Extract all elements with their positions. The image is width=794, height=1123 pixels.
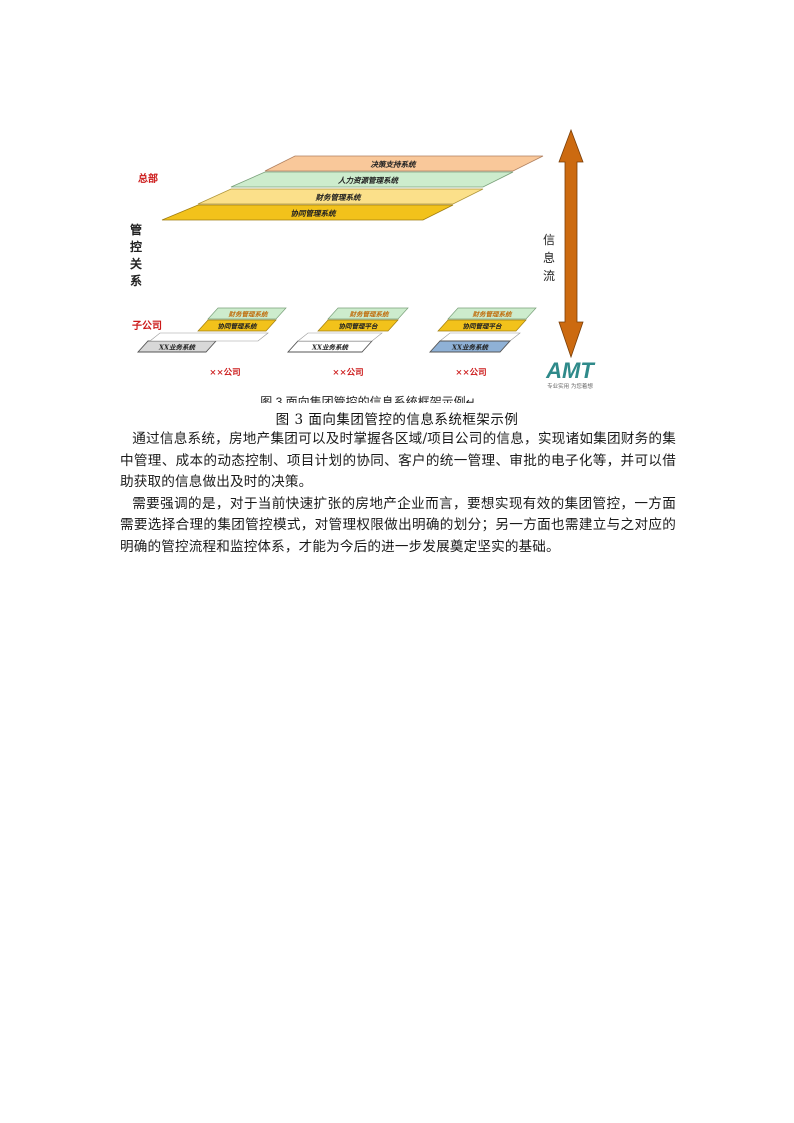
control-label-3: 关 (130, 256, 142, 271)
inner-caption: 图 3 面向集团管控的信息系统框架示例↵ (260, 394, 475, 407)
hq-label: 总部 (138, 172, 158, 185)
sub-company-1: 财务管理系统 协同管理系统 XX业务系统 ××公司 (136, 307, 287, 378)
svg-text:XX业务系统: XX业务系统 (451, 344, 490, 352)
svg-text:AMT: AMT (545, 358, 595, 383)
svg-text:财务管理系统: 财务管理系统 (228, 311, 270, 319)
body-text: 通过信息系统，房地产集团可以及时掌握各区域/项目公司的信息，实现诸如集团财务的集… (120, 429, 676, 558)
svg-text:协同管理系统: 协同管理系统 (218, 323, 259, 331)
svg-text:财务管理系统: 财务管理系统 (472, 311, 514, 319)
svg-text:专业实用 为您着想: 专业实用 为您着想 (547, 382, 593, 390)
figure-caption: 图 3 面向集团管控的信息系统框架示例 (275, 412, 519, 428)
control-label-2: 控 (130, 239, 142, 254)
svg-text:协同管理系统: 协同管理系统 (291, 209, 337, 218)
svg-text:协同管理平台: 协同管理平台 (463, 323, 503, 331)
svg-text:××公司: ××公司 (209, 368, 240, 378)
svg-text:决策支持系统: 决策支持系统 (371, 160, 417, 169)
svg-text:财务管理系统: 财务管理系统 (315, 193, 362, 202)
paragraph-2: 需要强调的是，对于当前快速扩张的房地产企业而言，要想实现有效的集团管控，一方面需… (120, 495, 676, 555)
info-flow-label-1: 信 (543, 233, 555, 247)
svg-text:××公司: ××公司 (332, 368, 363, 378)
control-label-1: 管 (130, 222, 142, 237)
svg-text:协同管理平台: 协同管理平台 (339, 323, 379, 331)
hq-layer-decision: 决策支持系统 (264, 155, 544, 172)
info-flow-arrow (558, 128, 584, 359)
svg-text:XX业务系统: XX业务系统 (158, 344, 197, 352)
sub-company-3: 财务管理系统 协同管理平台 XX业务系统 ××公司 (428, 307, 537, 378)
paragraph-1: 通过信息系统，房地产集团可以及时掌握各区域/项目公司的信息，实现诸如集团财务的集… (120, 431, 676, 490)
info-flow-label-3: 流 (543, 269, 555, 283)
framework-figure: 总部 管 控 关 系 决策支持系统 人力资源管理系统 财务管理系统 协同管理系统… (118, 122, 618, 407)
framework-diagram: 总部 管 控 关 系 决策支持系统 人力资源管理系统 财务管理系统 协同管理系统… (130, 128, 595, 407)
svg-text:人力资源管理系统: 人力资源管理系统 (338, 176, 399, 185)
amt-logo: AMT 专业实用 为您着想 (545, 358, 595, 390)
hq-layer-hr: 人力资源管理系统 (230, 171, 514, 188)
info-flow-label-2: 息 (543, 250, 555, 265)
hq-layer-finance: 财务管理系统 (197, 188, 484, 205)
svg-text:财务管理系统: 财务管理系统 (349, 311, 391, 319)
svg-text:XX业务系统: XX业务系统 (311, 344, 350, 352)
control-label-4: 系 (130, 273, 142, 288)
hq-layer-collab: 协同管理系统 (161, 204, 454, 221)
svg-text:××公司: ××公司 (455, 368, 486, 378)
sub-company-label: 子公司 (132, 320, 162, 332)
sub-company-2: 财务管理系统 协同管理平台 XX业务系统 ××公司 (286, 307, 409, 378)
